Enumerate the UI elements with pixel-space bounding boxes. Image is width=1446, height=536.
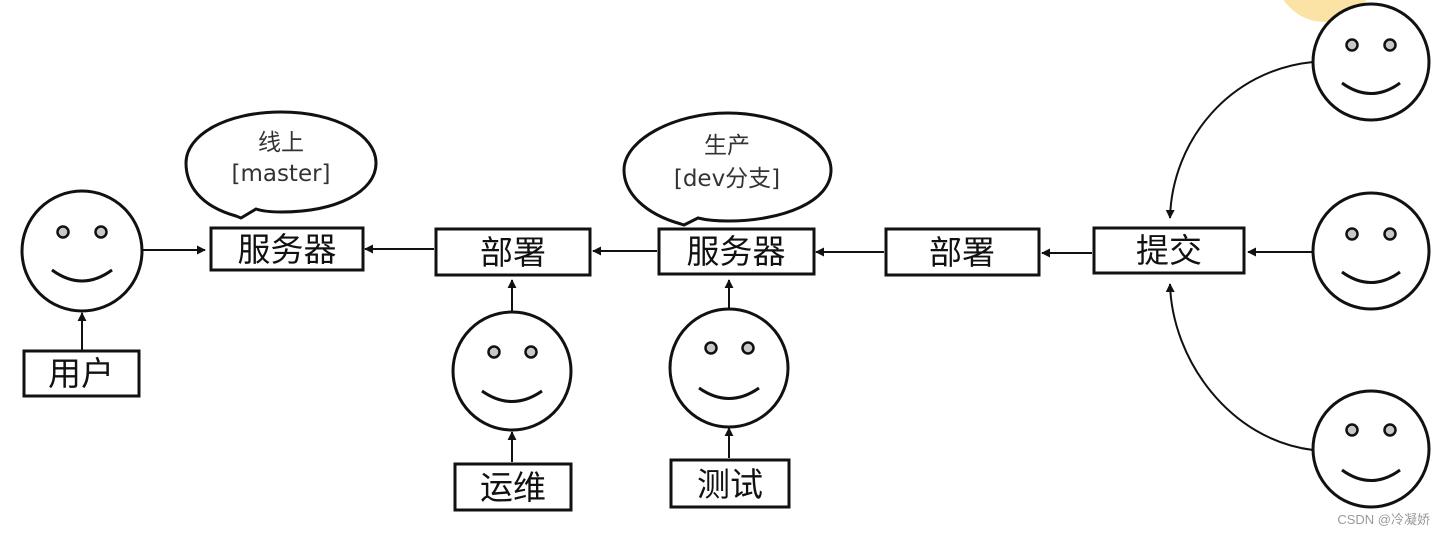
smiley-dev-middle-face xyxy=(1311,191,1431,311)
box-user-label: 用户 xyxy=(48,354,114,393)
smiley-dev-top-face xyxy=(1311,2,1431,122)
eye-icon xyxy=(1383,227,1397,241)
smile-icon xyxy=(51,268,113,283)
smiley-user-face xyxy=(20,189,144,313)
arrow-dev-bottom-to-commit xyxy=(1165,283,1314,451)
bubble-master-line1: 线上 xyxy=(258,130,304,156)
eye-icon xyxy=(1383,38,1397,52)
box-ops: 运维 xyxy=(453,462,573,512)
smiley-dev-bottom-face xyxy=(1311,389,1431,509)
bubble-dev-line2: [dev分支] xyxy=(674,166,780,192)
bubble-dev: 生产 [dev分支] xyxy=(622,111,833,227)
smile-icon xyxy=(698,386,760,400)
eye-icon xyxy=(56,225,70,239)
box-deploy-ops-label: 部署 xyxy=(480,233,546,272)
eye-icon xyxy=(1383,423,1397,437)
box-commit-label: 提交 xyxy=(1136,231,1202,270)
box-server-dev-label: 服务器 xyxy=(687,232,786,271)
bubble-dev-line1: 生产 xyxy=(704,133,750,159)
box-deploy-dev: 部署 xyxy=(884,227,1041,277)
eye-icon xyxy=(1345,38,1359,52)
bubble-master-line2: [master] xyxy=(231,161,330,187)
arrow-dev-top-to-commit xyxy=(1165,61,1314,219)
eye-icon xyxy=(487,345,501,359)
box-server-master-label: 服务器 xyxy=(238,230,337,269)
eye-icon xyxy=(1345,227,1359,241)
smile-icon xyxy=(1341,81,1401,95)
box-server-dev: 服务器 xyxy=(657,227,816,276)
eye-icon xyxy=(1345,423,1359,437)
box-server-master: 服务器 xyxy=(209,226,365,272)
eye-icon xyxy=(94,225,108,239)
smile-icon xyxy=(481,389,543,403)
smile-icon xyxy=(1341,468,1401,482)
box-deploy-dev-label: 部署 xyxy=(929,233,995,272)
box-ops-label: 运维 xyxy=(480,468,546,507)
watermark-text: CSDN @冷凝娇 xyxy=(1337,512,1430,527)
smiley-test-face xyxy=(668,307,790,429)
box-user: 用户 xyxy=(22,349,141,398)
smiley-ops-face xyxy=(451,310,573,432)
smile-icon xyxy=(1341,270,1401,284)
box-test-label: 测试 xyxy=(697,465,763,504)
eye-icon xyxy=(524,345,538,359)
connectors xyxy=(77,61,1314,462)
box-deploy-ops: 部署 xyxy=(434,227,592,277)
eye-icon xyxy=(704,341,718,355)
bubble-master: 线上 [master] xyxy=(184,110,378,220)
box-commit: 提交 xyxy=(1092,226,1246,275)
box-test: 测试 xyxy=(669,458,791,509)
eye-icon xyxy=(741,341,755,355)
